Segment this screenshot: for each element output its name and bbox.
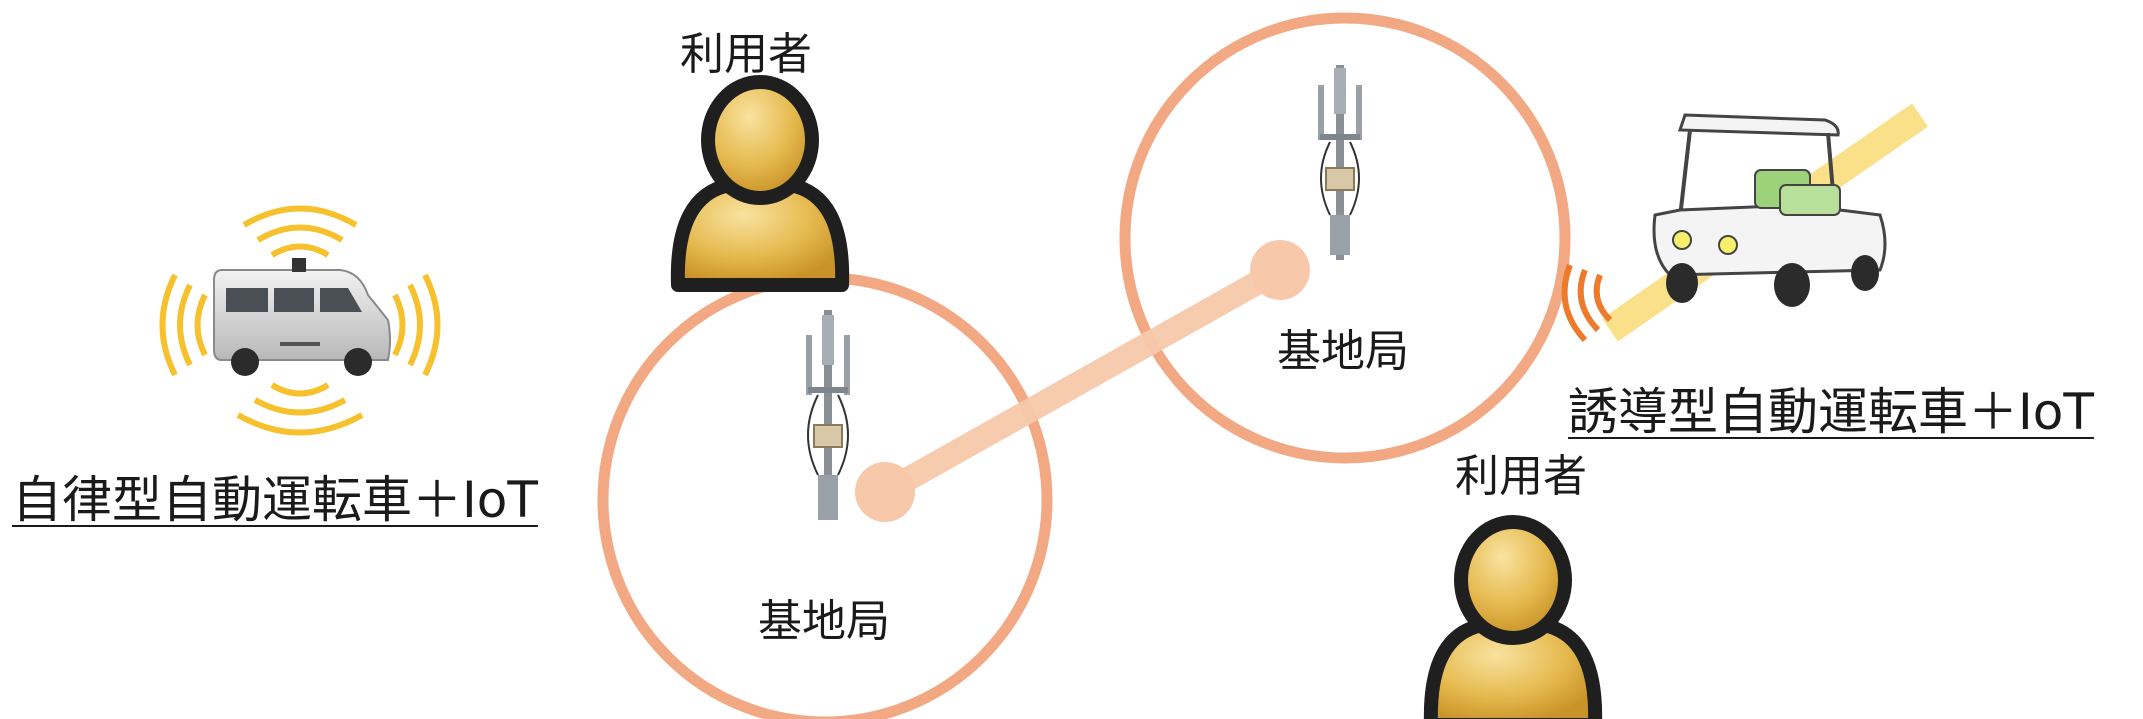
user-label-top: 利用者 bbox=[680, 29, 812, 80]
signal-wave-icon bbox=[159, 205, 441, 436]
antenna-icon bbox=[1318, 65, 1362, 260]
person-icon bbox=[1423, 515, 1603, 719]
station-label-right: 基地局 bbox=[1277, 326, 1409, 377]
autonomous-vehicle-label: 自律型自動運転車＋IoT bbox=[12, 471, 538, 529]
user-label-bottom: 利用者 bbox=[1455, 451, 1587, 502]
station-link bbox=[873, 258, 1292, 504]
station-label-left: 基地局 bbox=[758, 596, 890, 647]
link-node-right bbox=[1250, 240, 1310, 300]
coverage-circle-right bbox=[1119, 12, 1571, 464]
person-icon bbox=[670, 75, 850, 292]
golf-cart-icon bbox=[1561, 103, 1928, 343]
antenna-icon bbox=[806, 310, 850, 520]
link-node-left bbox=[855, 462, 915, 522]
guided-vehicle-label: 誘導型自動運転車＋IoT bbox=[1568, 383, 2094, 441]
signal-wave-icon bbox=[1561, 263, 1613, 343]
autonomous-van-icon bbox=[159, 205, 441, 436]
